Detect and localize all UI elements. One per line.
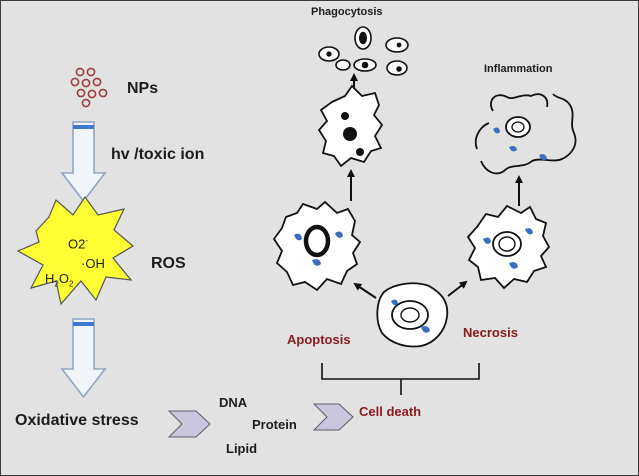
hv-toxic-ion-label: hv /toxic ion: [111, 146, 205, 163]
ros-label: ROS: [151, 255, 186, 272]
nps-label: NPs: [127, 80, 159, 97]
arrow-to-necrotic-cell: [447, 280, 468, 297]
ros-burst: [16, 195, 135, 306]
cell-death-bracket: [321, 363, 480, 395]
necrotic-cell: [466, 204, 551, 290]
phagocytosis-fragments: [318, 26, 409, 76]
apoptosis-label: Apoptosis: [287, 332, 351, 347]
arrow-to-apoptotic-cell: [353, 282, 377, 299]
inflammation-label: Inflammation: [484, 63, 553, 75]
lipid-label: Lipid: [226, 441, 258, 456]
phagocytosis-label: Phagocytosis: [311, 6, 383, 18]
dna-label: DNA: [219, 395, 248, 410]
apoptotic-cell: [272, 200, 362, 292]
down-arrow-upper: [60, 121, 107, 203]
central-cell: [376, 282, 449, 348]
down-arrow-lower: [60, 318, 107, 399]
necrosis-label: Necrosis: [463, 325, 518, 340]
cell-death-label: Cell death: [359, 404, 422, 419]
apoptotic-blebbing-cell: [317, 84, 384, 168]
chevron-arrow-left: [167, 410, 211, 438]
nanoparticle-cluster: [70, 67, 108, 108]
superoxide-label: O2-: [68, 236, 89, 252]
oxidative-stress-label: Oxidative stress: [15, 412, 139, 429]
chevron-arrow-right: [312, 403, 354, 431]
ruptured-cell: [474, 93, 577, 175]
hydrogen-peroxide-label: H2O2: [45, 271, 74, 289]
protein-label: Protein: [252, 417, 297, 432]
hydroxyl-label: ·OH: [81, 256, 105, 271]
